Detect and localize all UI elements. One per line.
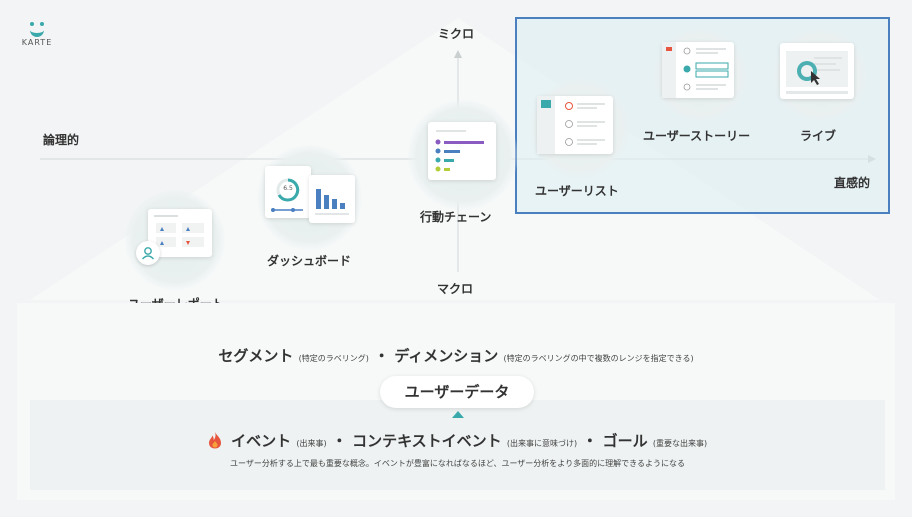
goal-separator: ・ [582,432,598,450]
event-note: (出来事) [296,439,327,448]
event-description: ユーザー分析する上で最も重要な概念。イベントが豊富になればなるほど、ユーザー分析… [230,459,685,468]
segment-note: (特定のラベリング) [298,354,369,363]
gauge-icon [271,178,303,212]
bar-chart-icon [315,189,349,215]
flame-icon [208,432,221,449]
karte-logo: KARTE [17,20,57,47]
label-live: ライブ [800,129,837,143]
label-user-story: ユーザーストーリー [643,129,751,143]
axis-label-micro: ミクロ [438,27,475,41]
dashboard-bar-card [309,175,355,223]
gauge-value: 6.5 [283,185,293,192]
karte-smile-icon [27,20,47,37]
live-screen-icon [786,51,848,94]
goal-label: ゴール [602,432,648,450]
label-user-list: ユーザーリスト [535,184,619,198]
action-chain-thumbnail [428,122,496,180]
segment-separator: ・ [374,347,390,365]
axis-label-logical: 論理的 [43,133,80,147]
report-grid-icon [154,215,204,247]
pill-arrow-icon [452,411,464,418]
dimension-note: (特定のラベリングの中で複数のレンジを指定できる) [503,354,694,363]
event-label: イベント [231,432,292,450]
segment-label: セグメント [218,347,294,365]
logo-text: KARTE [21,38,53,47]
timeline-list-icon [435,130,484,172]
dimension-label: ディメンション [394,347,499,365]
story-timeline-icon [662,42,729,98]
cursor-icon [811,71,820,85]
context-event-label: コンテキストイベント [352,432,502,450]
label-dashboard: ダッシュボード [267,254,352,268]
goal-note: (重要な出来事) [652,439,708,448]
live-thumbnail [780,43,854,99]
dashboard-gauge-card: 6.5 [265,166,311,218]
label-action-chain: 行動チェーン [420,210,492,224]
user-data-pill: ユーザーデータ [380,376,534,408]
user-avatar-icon [136,241,160,265]
event-row: イベント (出来事) ・ コンテキストイベント (出来事に意味づけ) ・ ゴール… [30,430,885,451]
user-list-icon [537,96,605,154]
context-event-note: (出来事に意味づけ) [506,439,578,448]
user-list-thumbnail [537,96,613,154]
axis-label-intuitive: 直感的 [834,176,871,190]
event-separator: ・ [331,432,347,450]
user-story-thumbnail [662,42,734,98]
segment-dimension-row: セグメント (特定のラベリング) ・ ディメンション (特定のラベリングの中で複… [17,345,895,366]
axis-label-macro: マクロ [437,282,474,296]
